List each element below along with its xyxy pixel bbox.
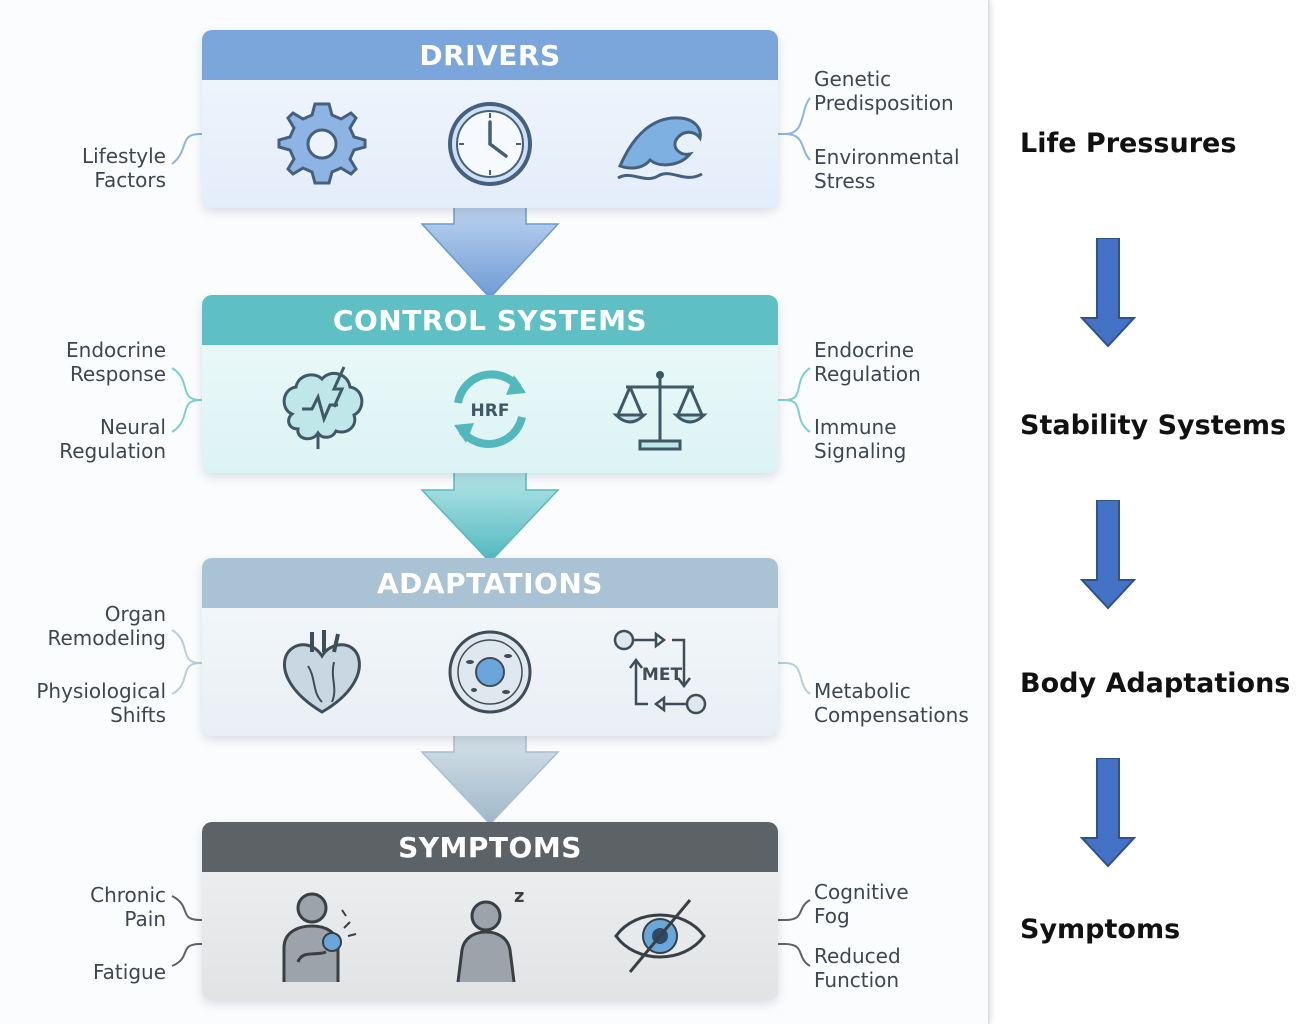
label-endocrine-response: Endocrine Response <box>66 338 166 386</box>
stage-drivers: DRIVERS <box>202 30 778 208</box>
label-physiological-shifts: Physiological Shifts <box>36 679 166 727</box>
label-reduced-function: Reduced Function <box>814 944 901 992</box>
flow-arrow-control-adaptations <box>420 460 560 564</box>
side-title-body-adaptations: Body Adaptations <box>1020 668 1291 699</box>
cell-icon <box>448 630 532 714</box>
stage-control-systems: CONTROL SYSTEMS HRF <box>202 295 778 473</box>
wave-icon <box>617 116 703 181</box>
stage-body: HRF <box>202 345 778 473</box>
person-pain-icon <box>282 892 357 982</box>
stage-symptoms: SYMPTOMS z <box>202 822 778 1000</box>
label-lifestyle-factors: Lifestyle Factors <box>81 144 166 192</box>
met-label: MET <box>642 665 683 685</box>
side-title-stability-systems: Stability Systems <box>1020 410 1287 441</box>
side-title-symptoms: Symptoms <box>1020 914 1181 945</box>
heart-icon <box>283 630 361 714</box>
label-genetic-predisposition: Genetic Predisposition <box>814 67 954 115</box>
stage-title: SYMPTOMS <box>202 822 778 872</box>
stage-body <box>202 80 778 208</box>
label-chronic-pain: Chronic Pain <box>90 883 166 931</box>
label-organ-remodeling: Organ Remodeling <box>47 602 166 650</box>
person-sleep-icon: z <box>456 886 524 983</box>
metabolism-cycle-icon: MET <box>613 629 707 715</box>
side-arrow-down <box>1080 758 1136 868</box>
balance-scale-icon <box>612 371 708 451</box>
side-title-life-pressures: Life Pressures <box>1020 128 1237 159</box>
cycle-label: HRF <box>471 401 510 421</box>
eye-crossed-icon <box>614 899 706 973</box>
stage-body: MET <box>202 608 778 736</box>
side-arrow-down <box>1080 238 1136 348</box>
label-fatigue: Fatigue <box>93 960 166 984</box>
label-environmental-stress: Environmental Stress <box>814 145 960 193</box>
flow-arrow-adaptations-symptoms <box>420 722 560 826</box>
label-metabolic-compensations: Metabolic Compensations <box>814 679 969 727</box>
label-neural-regulation: Neural Regulation <box>59 415 166 463</box>
flow-arrow-drivers-control <box>420 194 560 300</box>
brain-icon <box>282 366 364 449</box>
stage-title: ADAPTATIONS <box>202 558 778 608</box>
side-arrow-down <box>1080 500 1136 610</box>
cycle-icon: HRF <box>454 370 526 448</box>
stage-title: DRIVERS <box>202 30 778 80</box>
gear-icon <box>277 102 367 185</box>
stage-adaptations: ADAPTATIONS <box>202 558 778 736</box>
stage-body: z <box>202 872 778 1000</box>
clock-icon <box>448 102 532 186</box>
sleep-z-label: z <box>514 886 524 907</box>
stage-title: CONTROL SYSTEMS <box>202 295 778 345</box>
label-endocrine-regulation: Endocrine Regulation <box>814 338 921 386</box>
label-cognitive-fog: Cognitive Fog <box>814 880 909 928</box>
diagram-panel: DRIVERS C <box>36 0 989 1024</box>
label-immune-signaling: Immune Signaling <box>814 415 907 463</box>
